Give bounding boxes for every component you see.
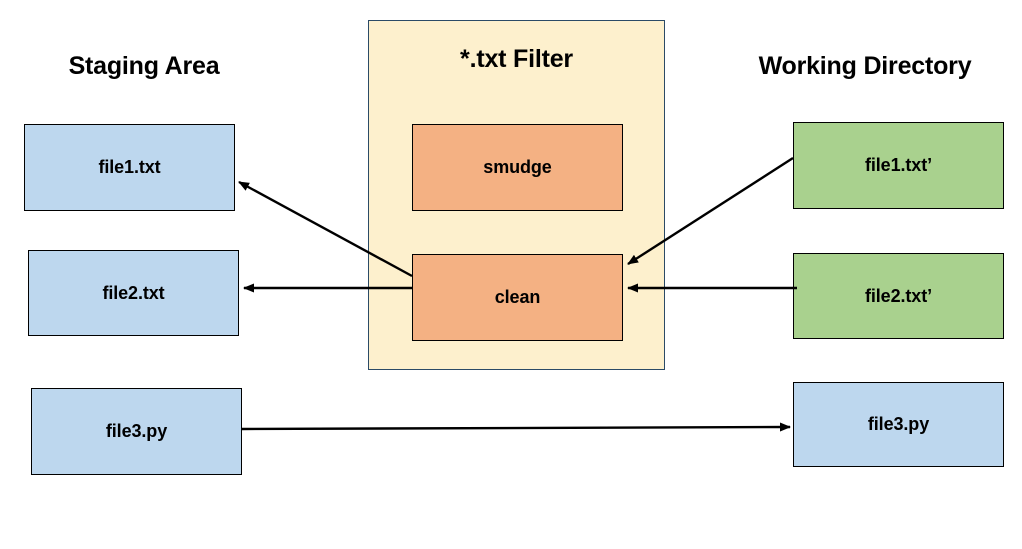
column-title-working-directory: Working Directory [758, 52, 972, 80]
filter-operation-smudge[interactable]: smudge [412, 124, 623, 211]
working-file-3[interactable]: file3.py [793, 382, 1004, 467]
working-file-1[interactable]: file1.txt’ [793, 122, 1004, 209]
staging-file-2[interactable]: file2.txt [28, 250, 239, 336]
arrow-staging-file-3-to-working-file-3 [241, 422, 791, 432]
staging-file-1[interactable]: file1.txt [24, 124, 235, 211]
filter-title: *.txt Filter [460, 45, 573, 73]
staging-file-3[interactable]: file3.py [31, 388, 242, 475]
column-title-staging-area: Staging Area [68, 52, 220, 80]
filter-operation-clean[interactable]: clean [412, 254, 623, 341]
working-file-2[interactable]: file2.txt’ [793, 253, 1004, 339]
